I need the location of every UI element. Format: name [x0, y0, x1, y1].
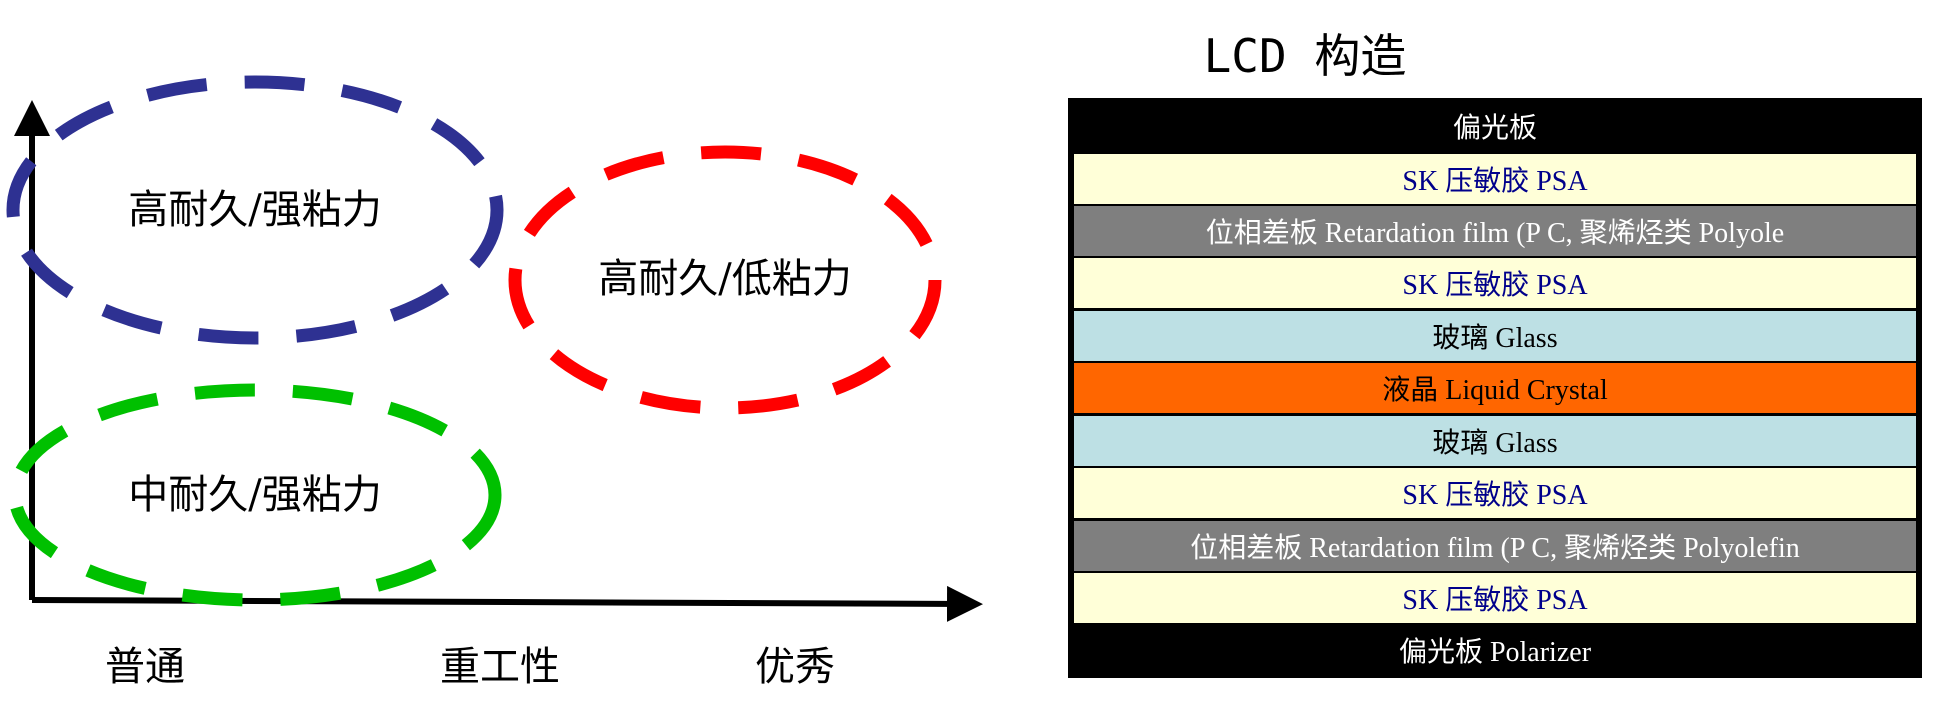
lcd-layer-2: SK 压敏胶 PSA: [1074, 154, 1916, 204]
lcd-layer-4: SK 压敏胶 PSA: [1074, 258, 1916, 308]
x-label-ordinary: 普通: [105, 644, 185, 690]
x-label-reworkability: 重工性: [440, 644, 560, 690]
x-axis: [31, 585, 983, 622]
ellipse-medium-durability-strong-adhesion: [8, 383, 502, 607]
lcd-layer-10: SK 压敏胶 PSA: [1074, 573, 1916, 623]
lcd-structure-title: LCD 构造: [1203, 29, 1407, 83]
lcd-layer-1: 偏光板: [1071, 101, 1919, 151]
lcd-layer-6: 液晶 Liquid Crystal: [1074, 363, 1916, 413]
ellipse-high-durability-low-adhesion: [508, 145, 942, 415]
ellipse-label-high-durability-strong-adhesion: 高耐久/强粘力: [128, 187, 381, 233]
lcd-layer-9: 位相差板 Retardation film (P C, 聚烯烃类 Polyole…: [1074, 521, 1916, 571]
durability-adhesion-diagram: 高耐久/强粘力 高耐久/低粘力 中耐久/强粘力 普通 重工性 优秀: [6, 75, 983, 690]
ellipse-label-high-durability-low-adhesion: 高耐久/低粘力: [598, 256, 851, 302]
x-label-excellent: 优秀: [755, 644, 835, 690]
lcd-layer-3: 位相差板 Retardation film (P C, 聚烯烃类 Polyole: [1074, 206, 1916, 256]
lcd-layer-8: SK 压敏胶 PSA: [1074, 468, 1916, 518]
lcd-layer-11: 偏光板 Polarizer: [1071, 625, 1919, 675]
ellipse-high-durability-strong-adhesion: [6, 75, 504, 345]
lcd-layer-5: 玻璃 Glass: [1074, 311, 1916, 361]
lcd-layer-7: 玻璃 Glass: [1074, 416, 1916, 466]
ellipse-label-medium-durability-strong-adhesion: 中耐久/强粘力: [128, 472, 381, 518]
